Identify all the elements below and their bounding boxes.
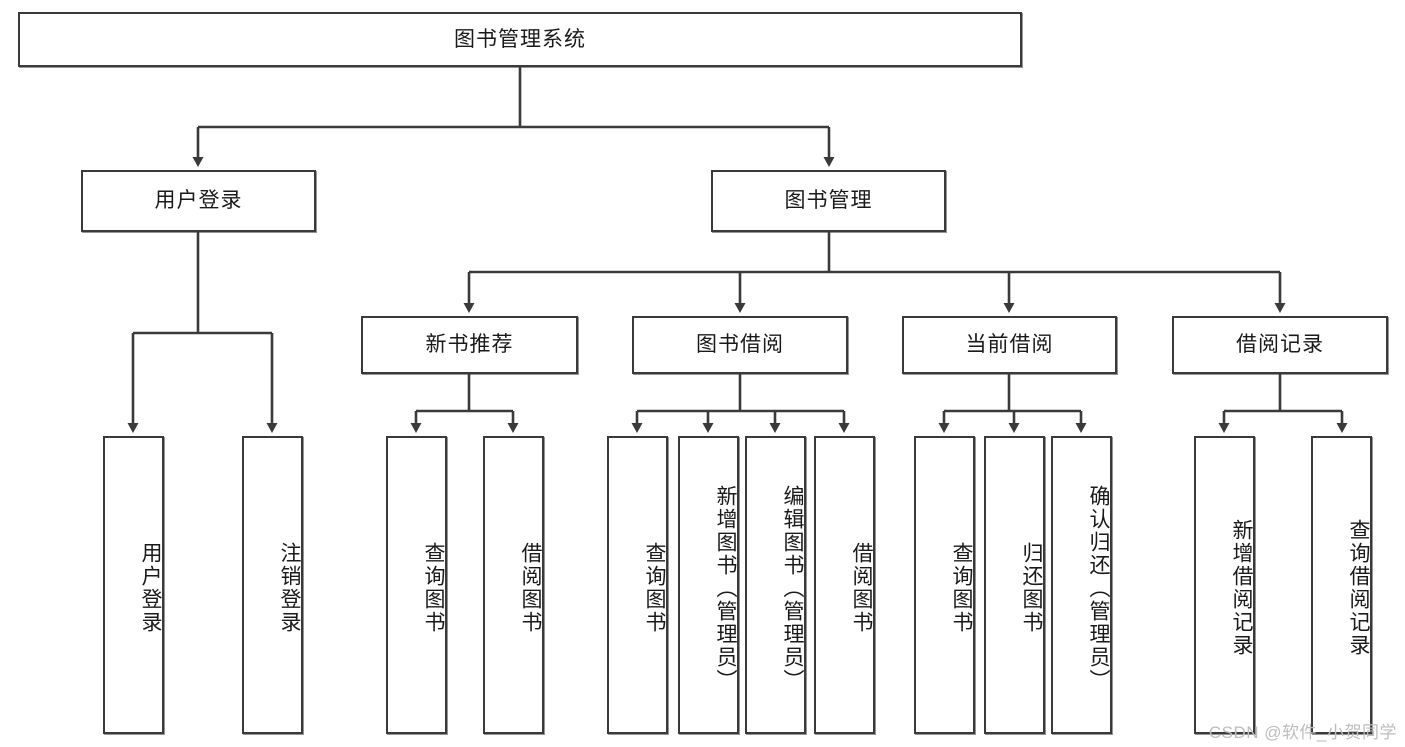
leaf-borrow-record-add-record[interactable]: 新增借阅记录 [1194,436,1255,734]
leaf-current-borrow-return-book[interactable]: 归还图书 [984,436,1045,734]
node-label: 图书借阅 [696,333,784,357]
node-borrow-record[interactable]: 借阅记录 [1172,316,1388,374]
node-label: 查询图书 [950,542,973,634]
node-label: 新增图书（管理员） [714,484,737,692]
watermark: CSDN @软件_小贺同学 [1208,723,1397,742]
leaf-new-book-query-book[interactable]: 查询图书 [386,436,447,734]
node-label: 借阅图书 [519,542,542,634]
leaf-current-borrow-query-book[interactable]: 查询图书 [914,436,975,734]
leaf-user-login-login[interactable]: 用户登录 [103,436,164,734]
node-user-login[interactable]: 用户登录 [81,170,316,232]
node-label: 查询图书 [422,542,445,634]
node-label: 查询借阅记录 [1347,519,1370,657]
node-label: 借阅图书 [850,542,873,634]
node-label: 新增借阅记录 [1230,519,1253,657]
leaf-book-borrow-add-book-admin[interactable]: 新增图书（管理员） [678,436,739,734]
leaf-book-borrow-borrow-book[interactable]: 借阅图书 [814,436,875,734]
node-label: 图书管理系统 [454,27,586,51]
leaf-current-borrow-confirm-return-admin[interactable]: 确认归还（管理员） [1051,436,1112,734]
node-label: 用户登录 [139,542,162,634]
node-root-book-management-system[interactable]: 图书管理系统 [18,12,1022,67]
leaf-book-borrow-edit-book-admin[interactable]: 编辑图书（管理员） [745,436,806,734]
node-label: 注销登录 [278,542,301,634]
leaf-new-book-borrow-book[interactable]: 借阅图书 [483,436,544,734]
node-new-book-recommend[interactable]: 新书推荐 [361,316,578,374]
leaf-user-login-logout[interactable]: 注销登录 [242,436,303,734]
node-label: 用户登录 [154,189,243,213]
node-book-management[interactable]: 图书管理 [711,170,946,232]
node-label: 新书推荐 [425,333,514,357]
node-current-borrow[interactable]: 当前借阅 [902,316,1117,374]
leaf-book-borrow-query-book[interactable]: 查询图书 [607,436,668,734]
node-label: 确认归还（管理员） [1087,484,1110,692]
node-label: 编辑图书（管理员） [781,484,804,692]
leaf-borrow-record-query-record[interactable]: 查询借阅记录 [1311,436,1372,734]
node-label: 查询图书 [643,542,666,634]
node-label: 借阅记录 [1236,333,1324,357]
node-book-borrow[interactable]: 图书借阅 [632,316,848,374]
node-label: 当前借阅 [965,333,1054,357]
node-label: 图书管理 [784,189,873,213]
node-label: 归还图书 [1020,542,1043,634]
